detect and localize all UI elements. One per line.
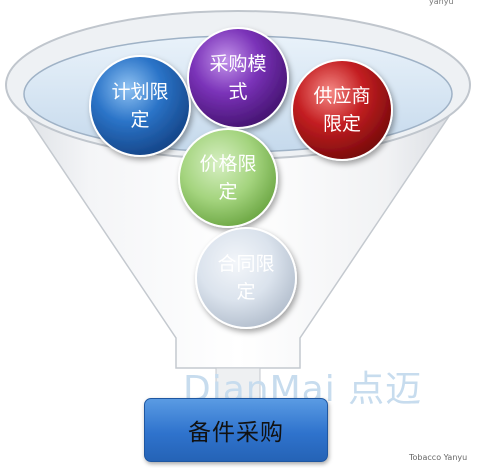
circle-plan [89, 55, 191, 157]
circle-contract [195, 227, 297, 329]
circle-supplier [291, 59, 393, 161]
circle-plan-label: 计划限定 [111, 81, 169, 131]
circle-mode [187, 27, 289, 129]
result-box: 备件采购 [144, 398, 328, 462]
corner-top-text: yanyu [429, 0, 454, 6]
circle-supplier-label: 供应商限定 [313, 85, 371, 135]
circle-mode-label: 采购模式 [209, 53, 267, 103]
result-label: 备件采购 [188, 420, 284, 446]
circle-contract-label: 合同限定 [217, 253, 275, 303]
circle-price-label: 价格限定 [199, 153, 257, 203]
corner-bottom-text: Tobacco Yanyu [409, 453, 468, 462]
circle-price [178, 128, 278, 228]
